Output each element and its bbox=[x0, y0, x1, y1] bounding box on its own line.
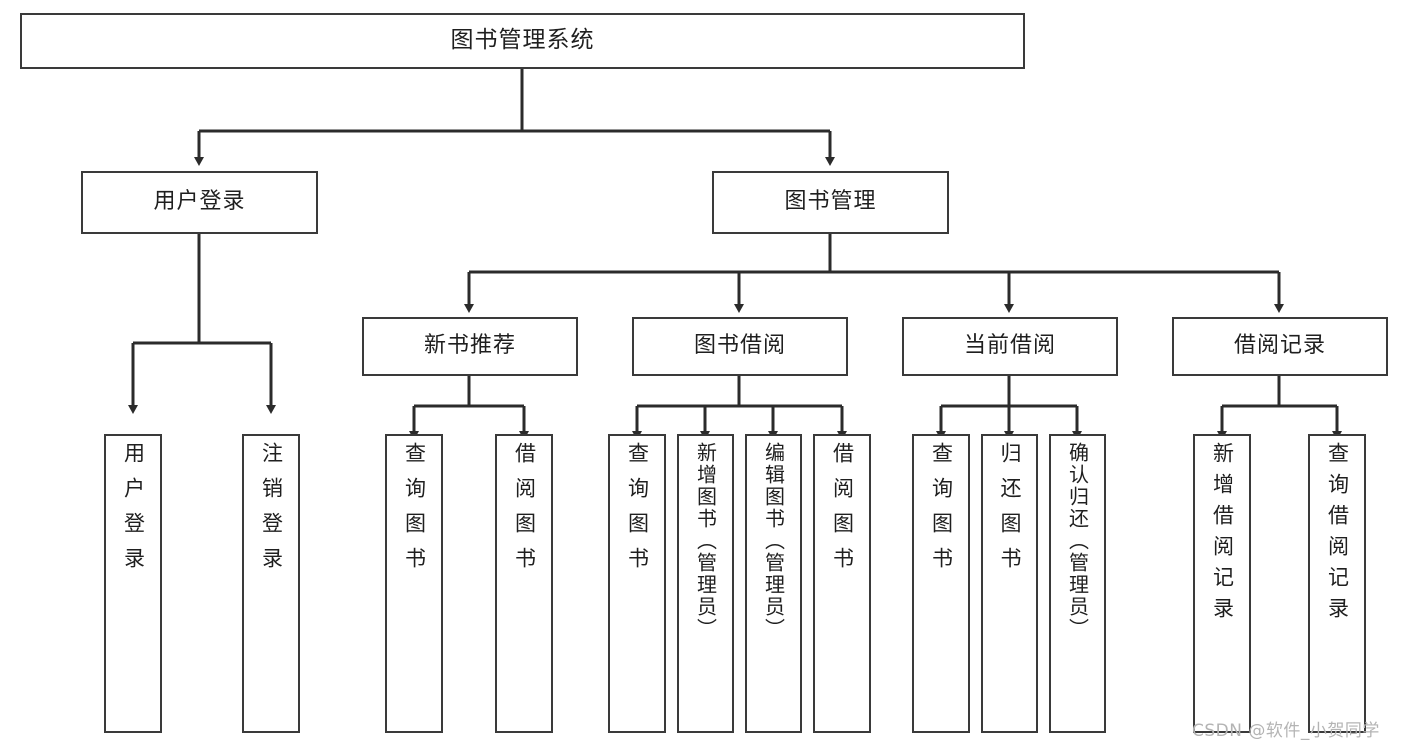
leaf-user-login[interactable]: 用户登录 bbox=[104, 434, 162, 733]
node-new-book-recommend[interactable]: 新书推荐 bbox=[362, 317, 578, 376]
leaf-return-book-label: 归还图书 bbox=[998, 442, 1022, 582]
leaf-logout-login-label: 注销登录 bbox=[259, 442, 284, 582]
leaf-query-book-1[interactable]: 查询图书 bbox=[385, 434, 443, 733]
leaf-query-book-2[interactable]: 查询图书 bbox=[608, 434, 666, 733]
leaf-borrow-book-2[interactable]: 借阅图书 bbox=[813, 434, 871, 733]
node-borrow-record-label: 借阅记录 bbox=[1233, 333, 1326, 359]
leaf-add-book-label: 新增图书（管理员） bbox=[693, 442, 718, 640]
leaf-borrow-book-2-label: 借阅图书 bbox=[830, 442, 855, 582]
node-borrow-record[interactable]: 借阅记录 bbox=[1172, 317, 1388, 376]
node-new-book-recommend-label: 新书推荐 bbox=[423, 333, 516, 359]
leaf-logout-login[interactable]: 注销登录 bbox=[242, 434, 300, 733]
node-user-login-label: 用户登录 bbox=[153, 189, 246, 215]
leaf-add-record-label: 新增借阅记录 bbox=[1210, 442, 1235, 628]
node-current-borrow-label: 当前借阅 bbox=[963, 333, 1056, 359]
edge-group-borrow-record bbox=[1217, 376, 1342, 440]
edge-group-book-borrow bbox=[632, 376, 847, 440]
leaf-edit-book-label: 编辑图书（管理员） bbox=[761, 442, 786, 640]
edge-group-root bbox=[194, 69, 835, 166]
csdn-watermark: CSDN @软件_小贺同学 bbox=[1192, 721, 1380, 741]
node-current-borrow[interactable]: 当前借阅 bbox=[902, 317, 1118, 376]
leaf-return-book[interactable]: 归还图书 bbox=[981, 434, 1038, 733]
edge-group-current-borrow bbox=[936, 376, 1082, 440]
edge-group-new-book bbox=[409, 376, 529, 440]
node-book-manage-label: 图书管理 bbox=[784, 189, 877, 215]
edge-group-user-login bbox=[128, 234, 276, 414]
leaf-borrow-book-1-label: 借阅图书 bbox=[512, 442, 537, 582]
leaf-edit-book[interactable]: 编辑图书（管理员） bbox=[745, 434, 802, 733]
node-book-borrow-label: 图书借阅 bbox=[693, 333, 786, 359]
leaf-query-record[interactable]: 查询借阅记录 bbox=[1308, 434, 1366, 733]
leaf-borrow-book-1[interactable]: 借阅图书 bbox=[495, 434, 553, 733]
leaf-query-record-label: 查询借阅记录 bbox=[1325, 442, 1350, 628]
leaf-user-login-label: 用户登录 bbox=[121, 442, 146, 582]
node-root[interactable]: 图书管理系统 bbox=[20, 13, 1025, 69]
leaf-confirm-return-label: 确认归还（管理员） bbox=[1065, 442, 1090, 640]
leaf-query-book-1-label: 查询图书 bbox=[402, 442, 427, 582]
leaf-add-book[interactable]: 新增图书（管理员） bbox=[677, 434, 734, 733]
leaf-query-book-2-label: 查询图书 bbox=[625, 442, 650, 582]
leaf-query-book-3-label: 查询图书 bbox=[929, 442, 954, 582]
node-root-label: 图书管理系统 bbox=[450, 27, 595, 54]
node-book-borrow[interactable]: 图书借阅 bbox=[632, 317, 848, 376]
leaf-add-record[interactable]: 新增借阅记录 bbox=[1193, 434, 1251, 733]
node-book-manage[interactable]: 图书管理 bbox=[712, 171, 949, 234]
leaf-query-book-3[interactable]: 查询图书 bbox=[912, 434, 970, 733]
leaf-confirm-return[interactable]: 确认归还（管理员） bbox=[1049, 434, 1106, 733]
node-user-login[interactable]: 用户登录 bbox=[81, 171, 318, 234]
edge-group-book-manage bbox=[464, 234, 1284, 313]
